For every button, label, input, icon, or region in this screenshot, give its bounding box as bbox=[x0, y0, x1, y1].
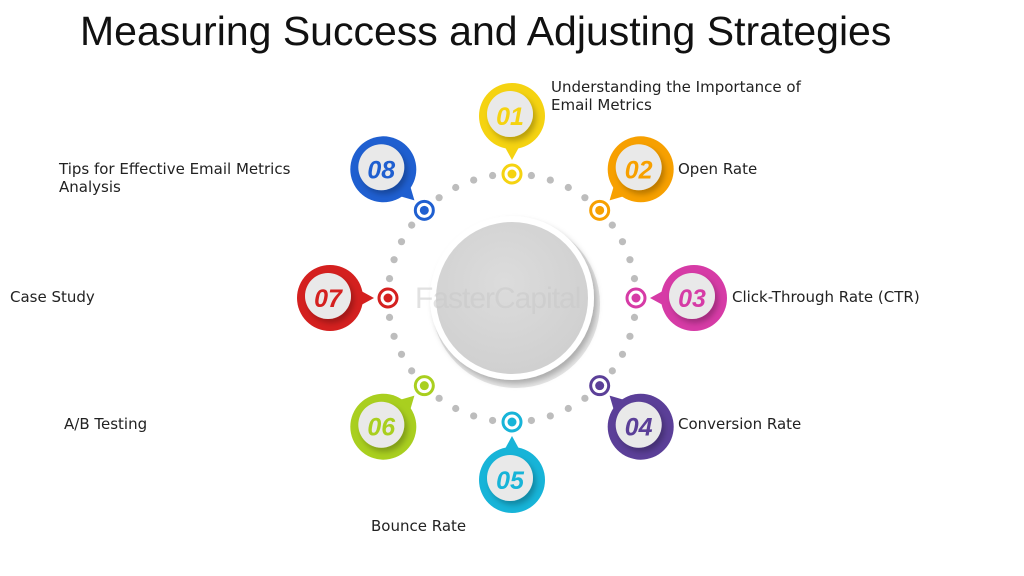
badge-inner bbox=[615, 144, 662, 191]
ring-dot bbox=[435, 194, 443, 202]
badge-inner bbox=[305, 273, 351, 319]
node-dot bbox=[383, 293, 393, 303]
step-label-05: Bounce Rate bbox=[371, 517, 467, 535]
badge-inner bbox=[487, 455, 533, 501]
badge-inner bbox=[358, 144, 405, 191]
badge-inner bbox=[487, 91, 533, 137]
ring-dot bbox=[397, 238, 406, 246]
ring-dot bbox=[470, 412, 478, 420]
badge-number: 07 bbox=[314, 285, 343, 313]
ring-dot bbox=[626, 332, 634, 340]
ring-dot bbox=[435, 394, 443, 402]
ring-dot bbox=[581, 394, 589, 402]
ring-dot bbox=[470, 176, 478, 184]
ring-dot bbox=[608, 367, 616, 375]
ring-dot bbox=[489, 171, 497, 180]
step-label-02: Open Rate bbox=[678, 160, 758, 178]
ring-dot bbox=[452, 183, 460, 192]
badge-number: 04 bbox=[625, 414, 653, 442]
badge-inner bbox=[615, 401, 662, 448]
watermark: FasterCapital bbox=[415, 282, 581, 315]
badge-inner bbox=[669, 273, 715, 319]
page-title: Measuring Success and Adjusting Strategi… bbox=[80, 8, 892, 54]
step-label-06: A/B Testing bbox=[64, 415, 148, 433]
ring-dot bbox=[390, 256, 398, 264]
ring-dot bbox=[527, 416, 535, 425]
ring-dot bbox=[385, 275, 394, 283]
ring-dot bbox=[564, 404, 572, 413]
node-dot bbox=[507, 169, 517, 179]
ring-dot bbox=[408, 367, 416, 375]
ring-dot bbox=[408, 221, 416, 229]
ring-dot bbox=[452, 404, 460, 413]
step-label-03: Click-Through Rate (CTR) bbox=[732, 288, 920, 306]
center-disc bbox=[436, 222, 588, 374]
ring-dot bbox=[489, 416, 497, 425]
ring-dot bbox=[626, 256, 634, 264]
step-label-07: Case Study bbox=[10, 288, 95, 306]
node-dot bbox=[419, 205, 429, 215]
ring-dot bbox=[630, 313, 639, 321]
ring-dot bbox=[546, 412, 554, 420]
badge-number: 05 bbox=[496, 467, 525, 495]
node-dot bbox=[595, 205, 605, 215]
ring-dot bbox=[527, 171, 535, 180]
badge-number: 02 bbox=[625, 156, 653, 184]
ring-dot bbox=[546, 176, 554, 184]
ring-dot bbox=[385, 313, 394, 321]
ring-dot bbox=[581, 194, 589, 202]
node-dot bbox=[507, 417, 517, 427]
ring-dot bbox=[618, 350, 627, 358]
ring-dot bbox=[564, 183, 572, 192]
ring-dot bbox=[618, 238, 627, 246]
step-label-01: Understanding the Importance of Email Me… bbox=[551, 78, 801, 114]
ring-dot bbox=[397, 350, 406, 358]
badge-number: 08 bbox=[367, 156, 395, 184]
ring-dot bbox=[630, 275, 639, 283]
badge-number: 01 bbox=[496, 103, 524, 131]
step-label-04: Conversion Rate bbox=[678, 415, 802, 433]
node-dot bbox=[631, 293, 641, 303]
node-dot bbox=[595, 381, 605, 391]
node-dot bbox=[419, 381, 429, 391]
ring-dot bbox=[608, 221, 616, 229]
ring-dot bbox=[390, 332, 398, 340]
badge-inner bbox=[358, 401, 405, 448]
badge-number: 03 bbox=[678, 285, 706, 313]
step-label-08: Tips for Effective Email Metrics Analysi… bbox=[59, 160, 291, 196]
badge-number: 06 bbox=[367, 414, 396, 442]
